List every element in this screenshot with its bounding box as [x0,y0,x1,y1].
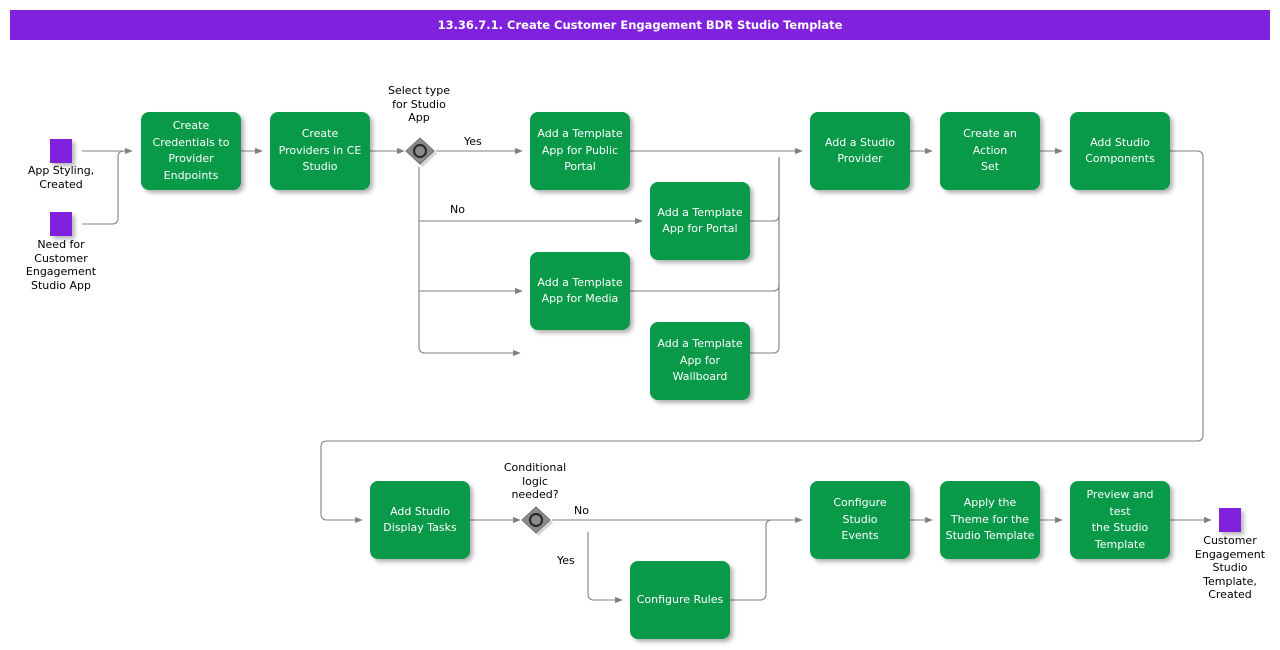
start-event-need-ce-label: Need for Customer Engagement Studio App [25,238,97,292]
task-add-studio-provider[interactable]: Add a Studio Provider [810,112,910,190]
task-configure-rules[interactable]: Configure Rules [630,561,730,639]
task-template-wallboard[interactable]: Add a Template App for Wallboard [650,322,750,400]
connector-rules-merge [730,519,802,601]
connector-gateway-drop [418,167,521,357]
task-add-studio-components[interactable]: Add Studio Components [1070,112,1170,190]
connector-wallboard-merge [750,157,780,354]
task-apply-theme[interactable]: Apply the Theme for the Studio Template [940,481,1040,559]
edge-label-no-top: No [450,203,465,216]
page-title: 13.36.7.1. Create Customer Engagement BD… [10,10,1270,40]
start-event-need-ce[interactable] [50,212,72,236]
connector-portal-merge [750,157,780,222]
end-event-ce-template[interactable] [1219,508,1241,532]
task-create-credentials[interactable]: Create Credentials to Provider Endpoints [141,112,241,190]
end-event-ce-template-label: Customer Engagement Studio Template, Cre… [1194,534,1266,601]
task-template-portal[interactable]: Add a Template App for Portal [650,182,750,260]
start-event-app-styling[interactable] [50,139,72,163]
task-preview-test[interactable]: Preview and test the Studio Template [1070,481,1170,559]
task-add-display-tasks[interactable]: Add Studio Display Tasks [370,481,470,559]
edge-label-yes-top: Yes [464,135,482,148]
gateway-conditional-logic[interactable] [520,505,554,537]
task-configure-events[interactable]: Configure Studio Events [810,481,910,559]
task-create-action-set[interactable]: Create an Action Set [940,112,1040,190]
task-template-media[interactable]: Add a Template App for Media [530,252,630,330]
gateway-conditional-logic-label: Conditional logic needed? [503,461,567,501]
connector-gateway2-yes-rules [587,532,623,604]
start-event-app-styling-label: App Styling, Created [27,164,95,191]
gateway-select-type-label: Select type for Studio App [387,84,450,124]
gateway-select-type[interactable] [404,136,438,168]
task-create-providers[interactable]: Create Providers in CE Studio [270,112,370,190]
task-template-public-portal[interactable]: Add a Template App for Public Portal [530,112,630,190]
edge-label-yes-bottom: Yes [557,554,575,567]
edge-label-no-bottom: No [574,504,589,517]
